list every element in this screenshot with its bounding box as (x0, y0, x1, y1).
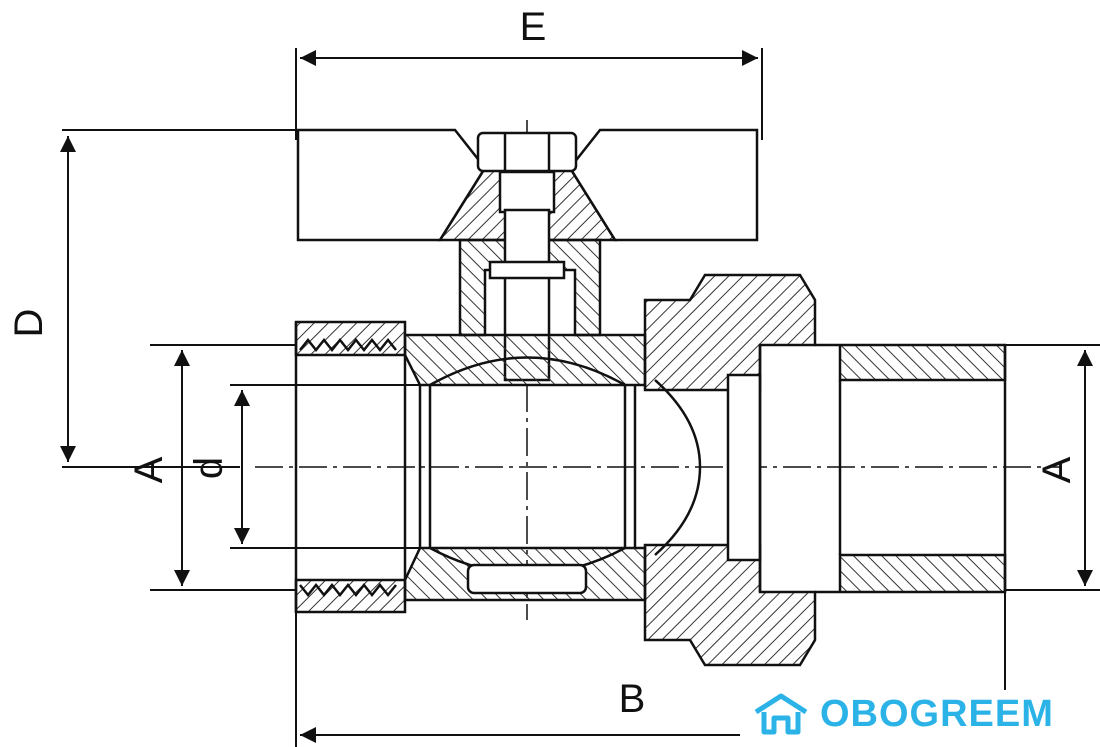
valve-body (403, 333, 647, 602)
label-d: d (187, 457, 231, 479)
label-E: E (520, 5, 547, 49)
handle-nut (476, 131, 578, 173)
logo-text: OBOGREEM (820, 693, 1054, 735)
label-D: D (7, 309, 51, 338)
right-tailpiece (815, 343, 1007, 594)
label-A-right: A (1035, 456, 1079, 483)
extension-lines (62, 48, 1100, 747)
label-A-left: A (127, 456, 171, 483)
seat-slot (466, 563, 588, 595)
centerlines (255, 120, 1060, 620)
brand-logo: OBOGREEM (752, 692, 1054, 736)
union-coupling (643, 273, 817, 667)
butterfly-handle (296, 128, 759, 242)
left-threaded-end (294, 320, 407, 614)
house-icon (754, 693, 808, 735)
dimension-lines (60, 50, 1093, 743)
label-B: B (619, 677, 646, 721)
